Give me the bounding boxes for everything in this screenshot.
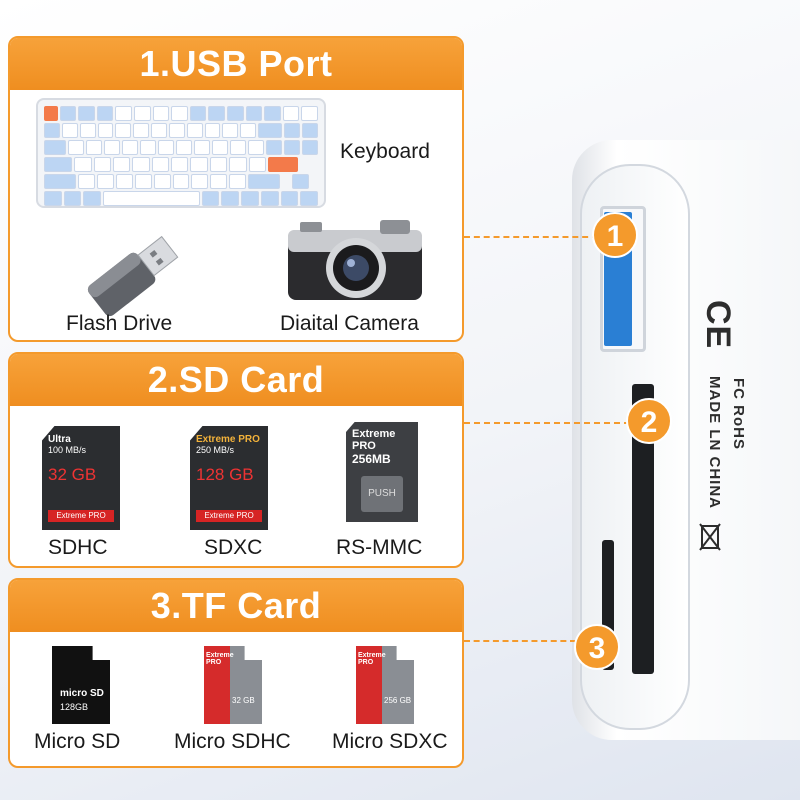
micro-sdxc-card-icon: Extreme PRO 256 GB [356,646,414,724]
microsdxc-brand: Extreme PRO [358,652,386,666]
micro-sdhc-label: Micro SDHC [174,730,291,753]
sd-badge: 2 [626,398,672,444]
sdxc-strip: Extreme PRO [196,510,262,522]
sdhc-capacity: 32 GB [48,465,97,484]
made-in-mark: MADE LN CHINA [706,376,723,509]
rsmmc-label: RS-MMC [336,536,423,559]
microsd-logo: micro SD [60,688,104,699]
micro-sd-card-icon: micro SD 128GB [52,646,110,724]
tf-badge: 3 [574,624,620,670]
usb-port-title: 1.USB Port [10,38,462,90]
sdxc-label: SDXC [204,536,263,559]
tf-card-panel: 3.TF Card micro SD 128GB Micro SD Extrem… [8,578,464,768]
sdhc-label: SDHC [48,536,108,559]
micro-sdhc-card-icon: Extreme PRO 32 GB [204,646,262,724]
sdxc-capacity: 128 GB [196,465,254,484]
weee-bin-icon [699,523,721,551]
camera-label: Diaital Camera [280,312,419,335]
sdhc-strip: Extreme PRO [48,510,114,522]
sdhc-card-icon: Ultra 100 MB/s 32 GB Extreme PRO [42,426,120,530]
rsmmc-card-icon: Extreme PRO 256MB PUSH [346,422,418,522]
keyboard-icon [36,98,326,208]
sdhc-brand: Ultra [48,434,71,445]
keyboard-label: Keyboard [340,140,430,163]
sd-card-panel: 2.SD Card Ultra 100 MB/s 32 GB Extreme P… [8,352,464,568]
microsdhc-capacity: 32 GB [232,696,255,705]
micro-sd-label: Micro SD [34,730,121,753]
flash-drive-icon [87,235,179,317]
tf-card-title: 3.TF Card [10,580,462,632]
sdxc-speed: 250 MB/s [196,445,235,455]
micro-sdxc-label: Micro SDXC [332,730,448,753]
fc-rohs-mark: FC RoHS [730,378,747,450]
sdxc-card-icon: Extreme PRO 250 MB/s 128 GB Extreme PRO [190,426,268,530]
usb-port-panel: 1.USB Port Keyboard Flash Drive Diaital … [8,36,464,342]
flash-drive-label: Flash Drive [66,312,173,335]
microsdhc-brand: Extreme PRO [206,652,234,666]
rsmmc-capacity: 256MB [352,452,391,466]
sd-connector-line [464,422,630,424]
ce-mark: CE [699,300,737,350]
microsdxc-capacity: 256 GB [384,696,412,705]
sd-card-title: 2.SD Card [10,354,462,406]
rsmmc-push: PUSH [361,476,403,512]
sd-card-slot [632,384,654,674]
usb-connector-line [464,236,598,238]
usb-badge: 1 [592,212,638,258]
sdxc-brand: Extreme PRO [196,434,260,445]
camera-icon [288,220,422,300]
microsd-capacity: 128GB [60,702,89,712]
tf-connector-line [464,640,576,642]
sdhc-speed: 100 MB/s [48,445,87,455]
rsmmc-brand: Extreme PRO [352,428,396,452]
